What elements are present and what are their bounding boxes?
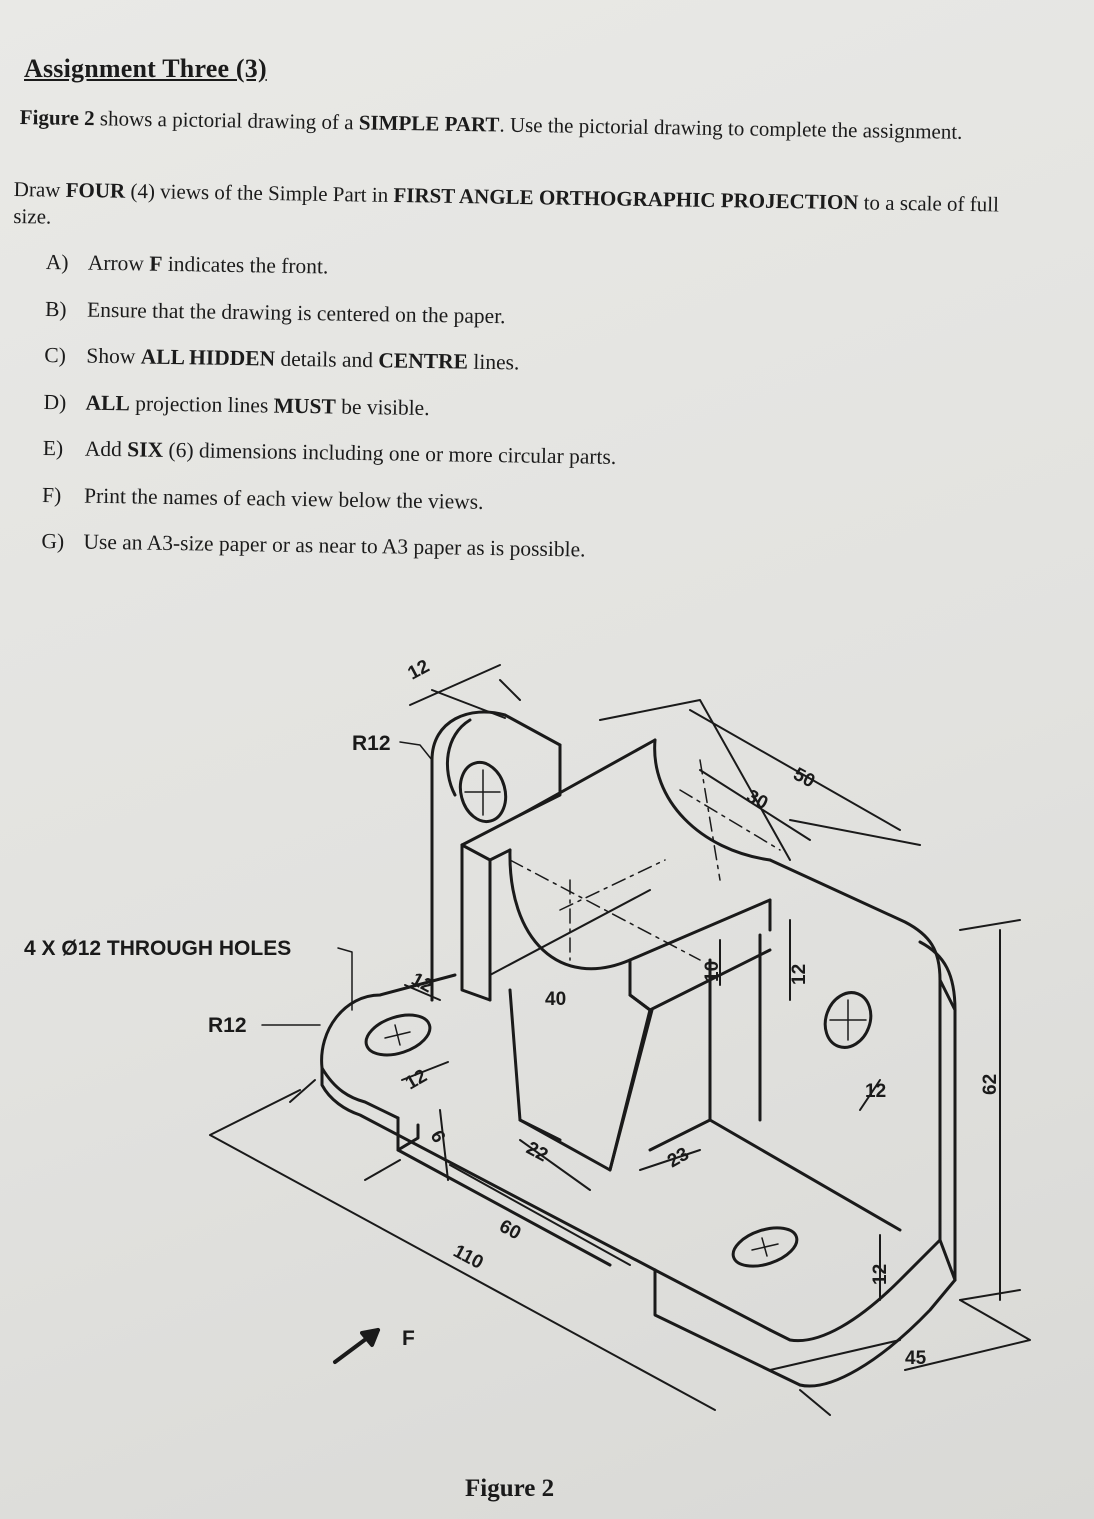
assignment-title: Assignment Three (3) — [24, 54, 267, 83]
leader-lines — [261, 741, 433, 1026]
dim-12-a: 12 — [789, 964, 810, 985]
dim-23: 23 — [664, 1144, 693, 1173]
dimension-lines — [209, 664, 1031, 1416]
top-hole — [458, 760, 508, 824]
dim-22: 22 — [523, 1138, 552, 1166]
dim-45: 45 — [905, 1348, 927, 1369]
r12-top-label: R12 — [352, 732, 391, 755]
dim-30: 30 — [743, 786, 772, 814]
base-plate — [320, 858, 957, 1388]
dim-62: 62 — [980, 1074, 1001, 1095]
base-hole-right-front — [731, 1226, 799, 1268]
base-step — [396, 1116, 612, 1267]
holes-label: 4 X Ø12 THROUGH HOLES — [24, 937, 291, 960]
front-arrow — [333, 1328, 380, 1364]
centre-lines — [509, 759, 781, 961]
dim-12-d: 12 — [865, 1081, 886, 1102]
base-hole-right-back — [823, 991, 873, 1049]
r12-left-label: R12 — [208, 1014, 247, 1037]
dim-40: 40 — [545, 989, 566, 1010]
dim-6: 6 — [426, 1127, 449, 1147]
dim-50: 50 — [790, 764, 819, 792]
front-arrow-label: F — [402, 1327, 415, 1350]
figure-caption: Figure 2 — [465, 1475, 554, 1502]
dim-10: 10 — [702, 961, 723, 982]
upright-web — [430, 710, 562, 1002]
dim-12-top: 12 — [404, 656, 433, 684]
dim-12-e: 12 — [870, 1264, 891, 1285]
central-block — [460, 738, 772, 1012]
base-hole-left — [364, 1013, 432, 1057]
dim-60: 60 — [496, 1216, 525, 1244]
right-block — [648, 933, 902, 1232]
rib — [508, 988, 654, 1172]
